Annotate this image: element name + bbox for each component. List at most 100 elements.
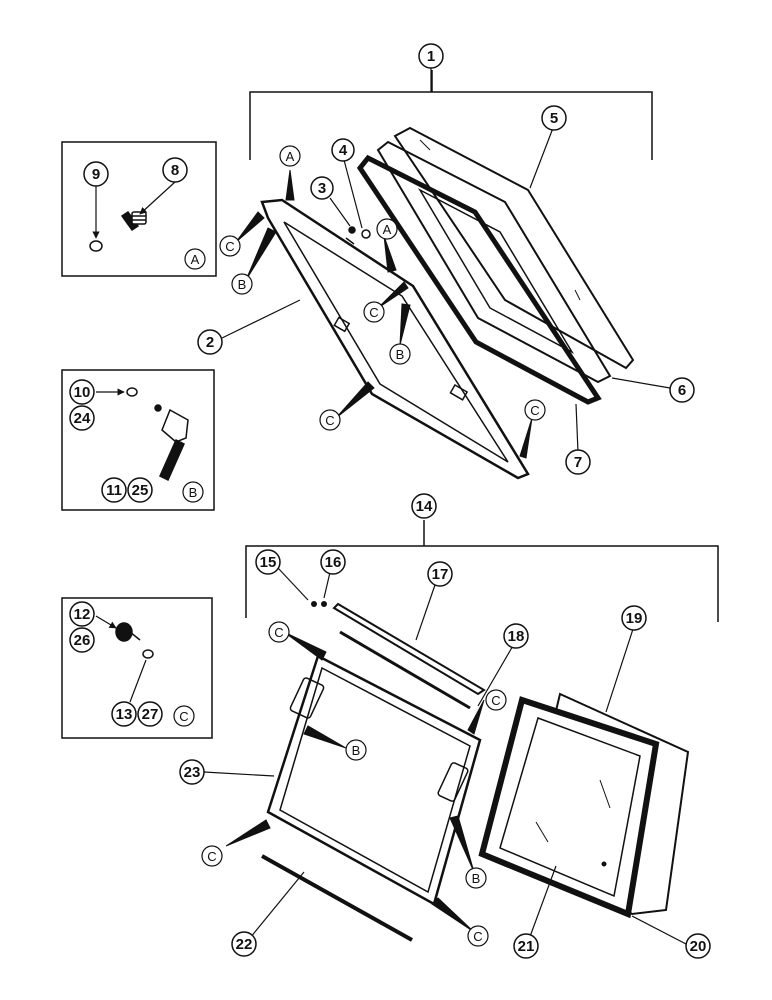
letter-c-5: C: [268, 621, 290, 643]
letter-b-2: B: [389, 343, 411, 365]
small-fasteners-15-16: [311, 601, 327, 607]
callout-12: 12: [69, 601, 95, 627]
svg-text:19: 19: [626, 610, 643, 627]
svg-text:9: 9: [92, 166, 100, 183]
svg-text:1: 1: [427, 48, 435, 65]
letter-c-2: C: [363, 301, 385, 323]
upper-assembly-bracket: [249, 70, 653, 160]
callout-25: 25: [127, 477, 153, 503]
inner-door-frame: [266, 654, 482, 906]
shoulder-screw: [120, 210, 147, 232]
svg-text:C: C: [179, 709, 188, 724]
letter-a-1: A: [279, 145, 301, 167]
callout-13: 13: [111, 701, 137, 727]
bracket-washer: [126, 387, 138, 397]
svg-text:B: B: [396, 347, 405, 362]
svg-text:C: C: [274, 625, 283, 640]
svg-text:10: 10: [74, 384, 91, 401]
svg-text:14: 14: [416, 498, 433, 515]
svg-text:C: C: [530, 403, 539, 418]
svg-text:6: 6: [678, 382, 686, 399]
svg-text:27: 27: [142, 706, 159, 723]
letter-c-1: C: [219, 235, 241, 257]
callout-17: 17: [427, 561, 453, 587]
outer-glass-pane: [393, 126, 635, 370]
callout-4: 4: [331, 138, 355, 162]
svg-text:26: 26: [74, 632, 91, 649]
callout-16: 16: [320, 549, 346, 575]
letter-c-7: C: [201, 845, 223, 867]
callout-18: 18: [503, 623, 529, 649]
callout-24: 24: [69, 405, 95, 431]
svg-text:11: 11: [106, 482, 122, 499]
letter-c-4: C: [524, 399, 546, 421]
lower-assembly-bracket: [245, 520, 719, 622]
svg-text:23: 23: [184, 764, 201, 781]
letter-b-1: B: [231, 273, 253, 295]
callout-6: 6: [669, 377, 695, 403]
flat-washer: [89, 240, 103, 252]
svg-text:C: C: [369, 305, 378, 320]
svg-text:24: 24: [74, 410, 91, 427]
letter-pointers-top: [235, 169, 533, 459]
letter-c-3: C: [319, 409, 341, 431]
svg-text:3: 3: [318, 180, 326, 197]
letter-c-6: C: [485, 689, 507, 711]
callout-26: 26: [69, 627, 95, 653]
bottom-trim-strip: [261, 854, 413, 942]
inset-a-label: A: [184, 248, 206, 270]
svg-text:B: B: [352, 743, 361, 758]
callout-23: 23: [179, 759, 205, 785]
letter-pointers-bottom: [225, 631, 485, 933]
letter-b-3: B: [345, 739, 367, 761]
svg-text:15: 15: [260, 554, 277, 571]
svg-text:C: C: [473, 929, 482, 944]
callout-1: 1: [418, 43, 444, 69]
svg-text:B: B: [238, 277, 247, 292]
svg-text:A: A: [383, 222, 392, 237]
letter-c-8: C: [467, 925, 489, 947]
callout-2: 2: [197, 329, 223, 355]
inset-box-a: [61, 141, 217, 277]
svg-text:16: 16: [325, 554, 342, 571]
small-screw-and-washer: [345, 226, 371, 245]
callout-10: 10: [69, 379, 95, 405]
leader-lines-top: [221, 68, 671, 453]
svg-text:5: 5: [550, 110, 558, 127]
callout-7: 7: [565, 449, 591, 475]
callout-21: 21: [513, 933, 539, 959]
svg-text:2: 2: [206, 334, 214, 351]
door-handle-bracket: [154, 404, 189, 482]
svg-text:17: 17: [432, 566, 449, 583]
inset-box-c: [61, 597, 213, 739]
svg-text:C: C: [491, 693, 500, 708]
leader-lines-bottom: [203, 567, 687, 945]
svg-text:7: 7: [574, 454, 582, 471]
inset-c-label: C: [173, 705, 195, 727]
svg-text:B: B: [472, 871, 481, 886]
callout-5: 5: [541, 105, 567, 131]
inner-glass-panel: [376, 140, 612, 384]
callout-9: 9: [83, 161, 109, 187]
inset-b-label: B: [182, 481, 204, 503]
svg-text:A: A: [191, 252, 200, 267]
letter-b-4: B: [465, 867, 487, 889]
callout-27: 27: [137, 701, 163, 727]
door-frame: [260, 198, 530, 480]
svg-text:18: 18: [508, 628, 525, 645]
top-trim-strip: [332, 602, 486, 710]
callout-20: 20: [685, 933, 711, 959]
inset-box-b: [61, 369, 215, 511]
letter-markers: A A C B C B C C A B C C B C C B C: [173, 145, 546, 947]
svg-text:8: 8: [171, 162, 179, 179]
door-gasket: [356, 154, 602, 405]
svg-text:4: 4: [339, 142, 348, 159]
svg-text:25: 25: [132, 482, 149, 499]
callout-19: 19: [621, 605, 647, 631]
callout-14: 14: [411, 493, 437, 519]
callout-11: 11: [101, 477, 127, 503]
svg-text:C: C: [325, 413, 334, 428]
svg-text:12: 12: [74, 606, 91, 623]
svg-text:B: B: [189, 485, 198, 500]
